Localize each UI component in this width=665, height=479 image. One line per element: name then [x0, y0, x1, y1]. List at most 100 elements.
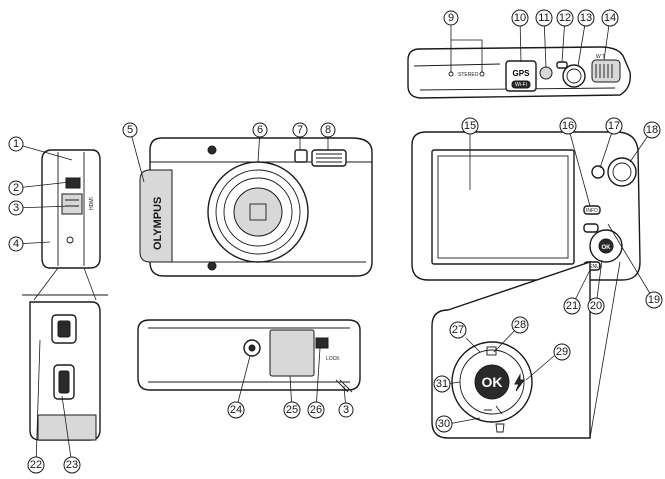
- ok-button[interactable]: [598, 238, 614, 254]
- svg-text:MENU: MENU: [585, 264, 600, 270]
- callout-30: 30: [435, 415, 453, 433]
- callout-29: 29: [553, 343, 571, 361]
- svg-text:28: 28: [514, 319, 526, 331]
- svg-text:11: 11: [538, 12, 549, 24]
- gps-label: GPS: [513, 69, 531, 78]
- svg-text:1: 1: [13, 138, 19, 150]
- callout-14: 14: [601, 9, 619, 27]
- callout-8: 8: [320, 122, 336, 138]
- svg-text:4: 4: [13, 238, 19, 250]
- strap-eyelet: [66, 236, 74, 244]
- svg-text:26: 26: [310, 404, 322, 416]
- callout-23: 23: [63, 456, 81, 474]
- svg-text:23: 23: [66, 459, 78, 471]
- battery-cover-lock[interactable]: [315, 337, 329, 349]
- callout-24: 24: [227, 401, 245, 419]
- grip: [139, 169, 173, 263]
- mode-dial[interactable]: [607, 157, 637, 187]
- monitor: [431, 149, 575, 265]
- battery-card-compartment: [269, 329, 315, 377]
- svg-text:21: 21: [566, 300, 578, 312]
- svg-text:3: 3: [343, 404, 349, 416]
- svg-text:25: 25: [286, 404, 298, 416]
- svg-text:27: 27: [452, 324, 464, 336]
- svg-text:13: 13: [580, 12, 592, 24]
- svg-text:8: 8: [325, 124, 331, 136]
- camera-side-view: HDMI: [41, 149, 101, 269]
- svg-text:STEREO: STEREO: [458, 72, 479, 78]
- callout-20: 20: [587, 297, 605, 315]
- svg-text:9: 9: [448, 12, 454, 24]
- svg-text:22: 22: [30, 459, 42, 471]
- callout-3-bottom: 3: [338, 402, 354, 418]
- svg-text:19: 19: [648, 294, 660, 306]
- camera-back-view: INFO MENU OK: [411, 131, 641, 281]
- svg-text:5: 5: [127, 124, 133, 136]
- svg-text:OK: OK: [602, 245, 612, 251]
- callout-6: 6: [252, 122, 268, 138]
- svg-text:24: 24: [230, 404, 242, 416]
- callout-31: 31: [433, 375, 451, 393]
- svg-text:INFO: INFO: [586, 208, 598, 214]
- callout-7: 7: [292, 122, 308, 138]
- movie-button[interactable]: [591, 165, 605, 179]
- sequential-self-timer-icon: [484, 405, 503, 415]
- svg-text:20: 20: [590, 300, 602, 312]
- info-button[interactable]: [583, 205, 601, 215]
- callout-28: 28: [511, 316, 529, 334]
- brand-logo: OLYMPUS: [152, 197, 164, 250]
- shutter-button[interactable]: [562, 64, 586, 88]
- svg-text:18: 18: [646, 124, 658, 136]
- camera-front-view: OLYMPUS: [139, 137, 373, 277]
- speaker-icon: [539, 66, 553, 80]
- svg-text:30: 30: [438, 418, 450, 430]
- callout-15: 15: [461, 117, 479, 135]
- svg-text:29: 29: [556, 346, 568, 358]
- svg-text:17: 17: [608, 120, 620, 132]
- callout-26: 26: [307, 401, 325, 419]
- callout-markers: 1 2 3 4 5 6 7 8 9 10 11 12 13 14 15 16 1…: [8, 9, 663, 474]
- callout-3: 3: [8, 200, 24, 216]
- delete-icon: [495, 423, 505, 433]
- arrow-pad-closeup: OK: [431, 261, 621, 439]
- zoom-lever[interactable]: [591, 59, 621, 83]
- svg-text:2: 2: [13, 182, 19, 194]
- camera-top-view: STEREO GPS Wi-Fi W T: [407, 46, 631, 99]
- callout-2: 2: [8, 180, 24, 196]
- lock-knob[interactable]: [65, 177, 81, 189]
- flash-icon: [514, 373, 525, 392]
- connector-closeup: [22, 267, 108, 441]
- callout-18: 18: [643, 121, 661, 139]
- ok-label: OK: [482, 374, 503, 390]
- callout-21: 21: [563, 297, 581, 315]
- svg-text:15: 15: [464, 120, 476, 132]
- ok-button-large[interactable]: [474, 364, 510, 400]
- wifi-badge: Wi-Fi: [515, 82, 527, 88]
- callout-10: 10: [511, 9, 529, 27]
- callout-13: 13: [577, 9, 595, 27]
- on-off-button[interactable]: [556, 61, 568, 69]
- callout-1: 1: [8, 136, 24, 152]
- self-timer-lamp: [294, 149, 308, 163]
- svg-text:W T: W T: [596, 54, 605, 60]
- callout-25: 25: [283, 401, 301, 419]
- callout-11: 11: [535, 9, 553, 27]
- play-button[interactable]: [583, 223, 599, 233]
- exposure-compensation-icon: [486, 346, 497, 356]
- front-screw-bottom: [207, 261, 217, 271]
- callout-5: 5: [122, 122, 138, 138]
- svg-text:6: 6: [257, 124, 263, 136]
- svg-text:16: 16: [562, 120, 574, 132]
- svg-text:31: 31: [436, 378, 448, 390]
- svg-text:3: 3: [13, 202, 19, 214]
- svg-text:14: 14: [604, 12, 616, 24]
- connector-cover[interactable]: [61, 193, 83, 215]
- callout-4: 4: [8, 236, 24, 252]
- hdmi-side-label: HDMI: [89, 197, 95, 210]
- callout-27: 27: [449, 321, 467, 339]
- callout-9: 9: [443, 10, 459, 26]
- callout-leaders: [15, 17, 655, 466]
- svg-text:12: 12: [559, 12, 571, 24]
- callout-12: 12: [556, 9, 574, 27]
